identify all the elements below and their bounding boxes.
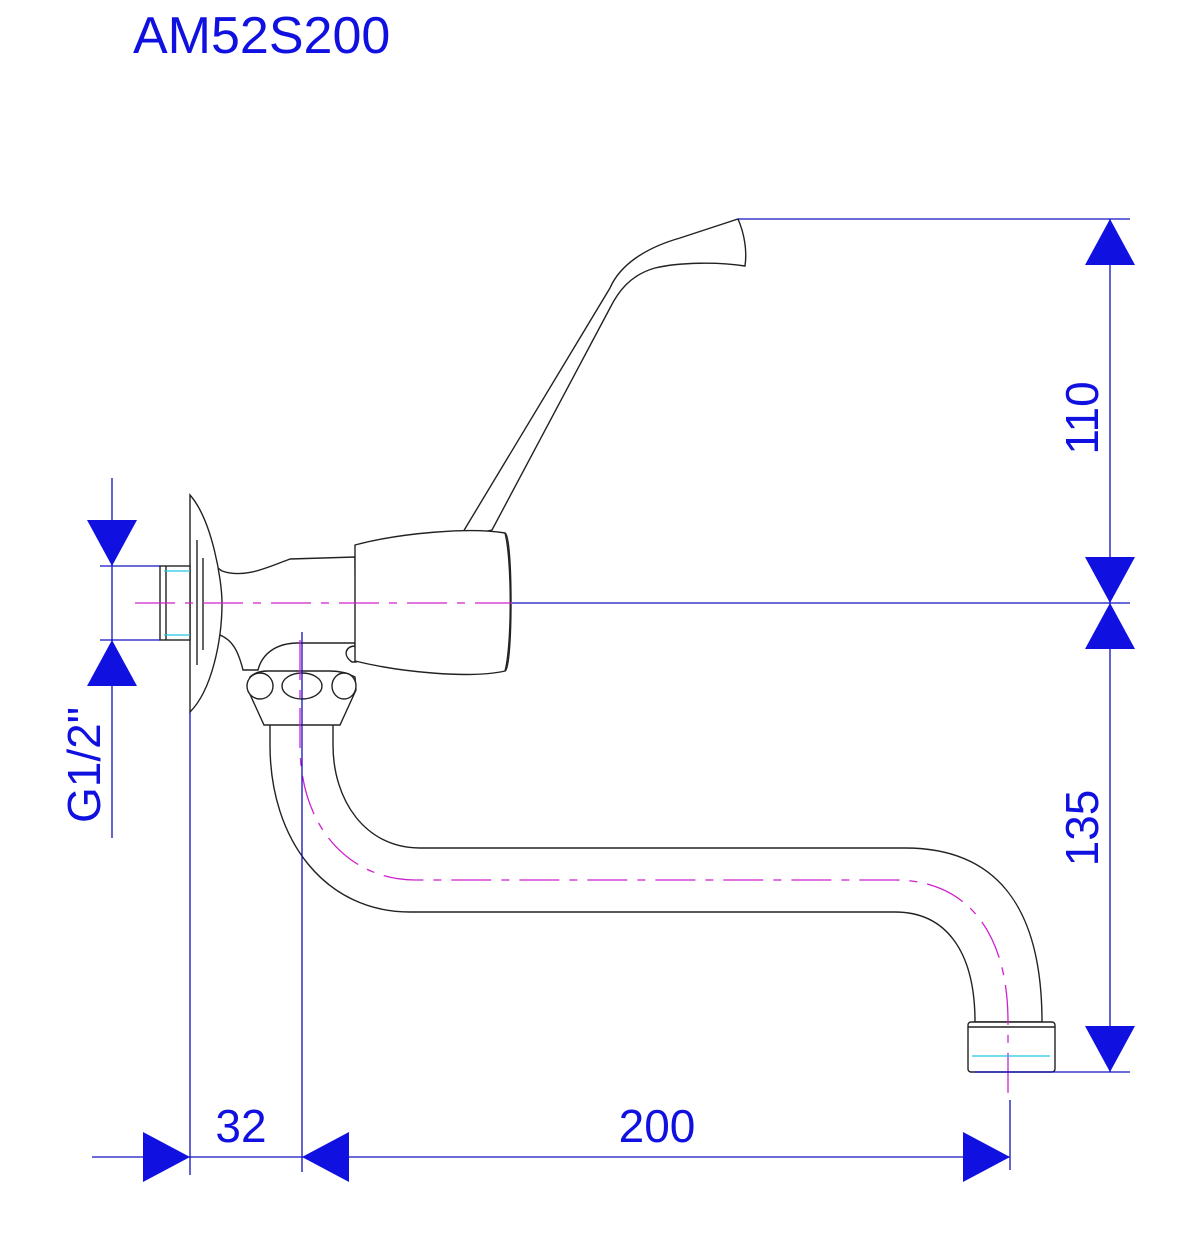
arrow-110-bottom bbox=[1085, 557, 1135, 603]
arrow-200-right bbox=[963, 1132, 1010, 1182]
dim-label-200: 200 bbox=[619, 1100, 696, 1152]
arrow-135-bottom bbox=[1085, 1026, 1135, 1072]
valve-body bbox=[211, 556, 357, 671]
dimension-lines bbox=[92, 218, 1130, 1175]
spout-pipe bbox=[269, 721, 1043, 1023]
arrow-thread-top bbox=[87, 520, 137, 566]
nut-lobe-right bbox=[331, 672, 357, 700]
page-title: AM52S200 bbox=[133, 7, 391, 65]
nut-lobe-left bbox=[246, 672, 274, 700]
dimension-labels: 110 135 G1/2" 32 200 bbox=[58, 381, 1108, 1152]
dim-label-thread: G1/2" bbox=[58, 707, 110, 823]
arrow-200-left bbox=[302, 1132, 349, 1182]
dim-label-135: 135 bbox=[1056, 790, 1108, 867]
arrow-thread-bottom bbox=[87, 640, 137, 686]
dim-label-32: 32 bbox=[215, 1100, 266, 1152]
dim-label-110: 110 bbox=[1056, 381, 1108, 454]
faucet-outline bbox=[159, 218, 1056, 1073]
center-lines bbox=[135, 602, 1009, 1100]
housing-cap-edge bbox=[504, 532, 512, 672]
spout-centerline bbox=[299, 640, 1009, 1100]
arrow-110-top bbox=[1085, 219, 1135, 265]
lever-handle bbox=[458, 218, 747, 539]
dimension-arrows bbox=[87, 219, 1135, 1182]
arrow-32-left bbox=[143, 1132, 190, 1182]
thread-markers bbox=[164, 570, 1050, 1057]
arrow-135-top bbox=[1085, 603, 1135, 649]
aerator bbox=[967, 1021, 1056, 1073]
